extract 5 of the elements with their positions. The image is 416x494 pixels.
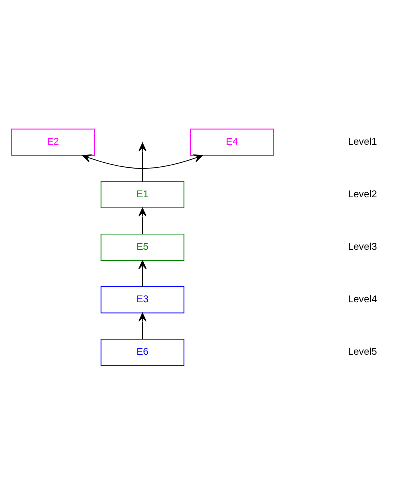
label: Level1 bbox=[348, 136, 378, 148]
label: Level2 bbox=[348, 189, 378, 200]
label: Level4 bbox=[348, 294, 378, 306]
label: Level3 bbox=[348, 242, 378, 253]
label: Level5 bbox=[348, 346, 378, 358]
